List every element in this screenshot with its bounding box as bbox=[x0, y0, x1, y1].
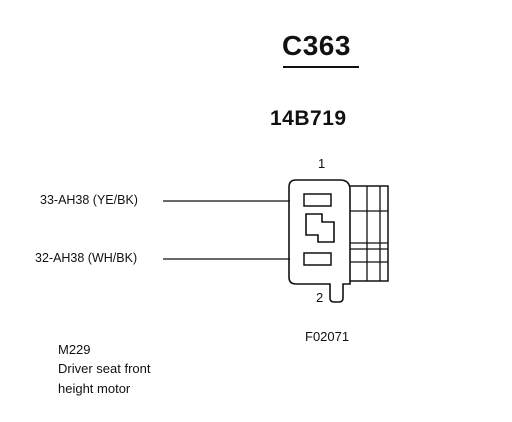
component-code: M229 bbox=[58, 342, 91, 357]
connector-id: C363 bbox=[282, 30, 351, 61]
pin1-number: 1 bbox=[318, 156, 326, 171]
keying-feature bbox=[305, 213, 335, 243]
pin1-cavity bbox=[303, 193, 332, 207]
wire-label-pin2: 32-AH38 (WH/BK) bbox=[35, 251, 138, 265]
figure-code: F02071 bbox=[305, 329, 350, 344]
connector-side-body bbox=[350, 185, 389, 282]
pin2-number: 2 bbox=[316, 290, 324, 305]
connector-housing bbox=[288, 179, 351, 303]
pin2-cavity bbox=[303, 252, 332, 266]
component-description-line1: Driver seat front bbox=[58, 361, 151, 376]
component-description-line2: height motor bbox=[58, 381, 131, 396]
connector-id-underline bbox=[283, 66, 359, 68]
wire-label-pin1: 33-AH38 (YE/BK) bbox=[40, 193, 138, 207]
part-number: 14B719 bbox=[270, 107, 347, 130]
